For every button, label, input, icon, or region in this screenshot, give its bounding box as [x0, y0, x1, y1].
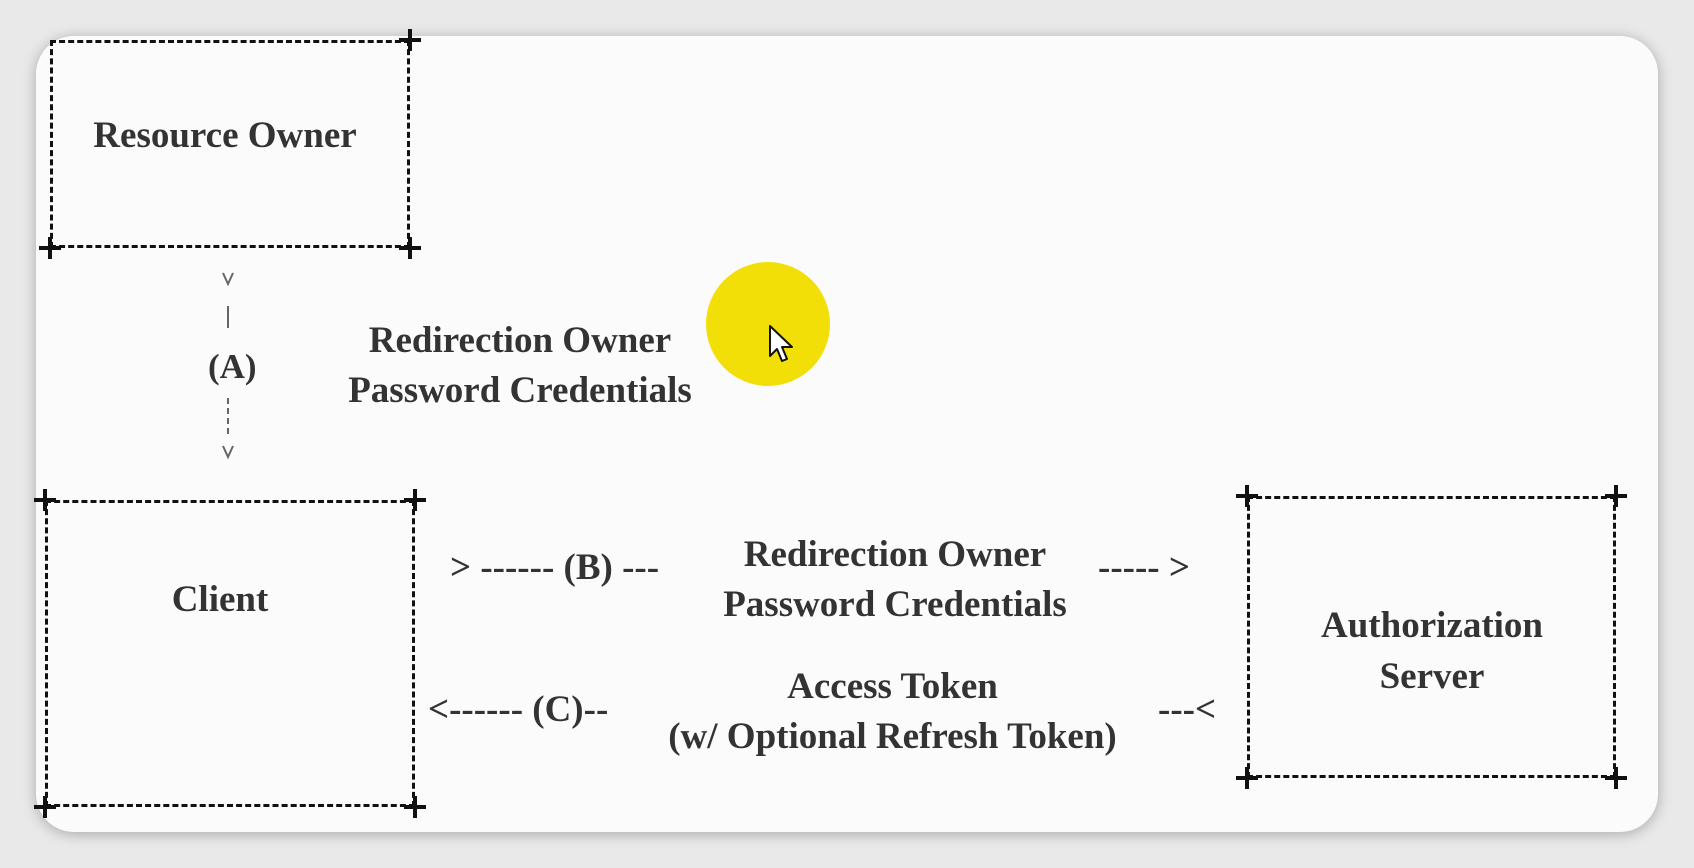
corner-marker — [1236, 767, 1258, 789]
step-b-left-arrow: > ------ (B) --- — [450, 547, 660, 588]
step-b-line1: Redirection Owner — [743, 534, 1047, 575]
step-c-line1: Access Token — [787, 666, 998, 707]
step-a-connector — [222, 272, 234, 460]
step-c-right-arrow: ---< — [1158, 689, 1217, 730]
diagram-canvas — [36, 36, 1658, 832]
authorization-server-line1: Authorization — [1321, 605, 1543, 646]
corner-marker — [404, 796, 426, 818]
step-c-line2: (w/ Optional Refresh Token) — [668, 716, 1117, 757]
corner-marker — [1605, 767, 1627, 789]
authorization-server-box — [1247, 496, 1616, 778]
corner-marker — [399, 29, 421, 51]
corner-marker — [39, 237, 61, 259]
authorization-server-line2: Server — [1379, 656, 1485, 697]
authorization-server-label: Authorization Server — [1262, 600, 1602, 702]
corner-marker — [34, 489, 56, 511]
mouse-pointer-icon — [769, 325, 793, 362]
step-b-message: Redirection Owner Password Credentials — [695, 530, 1095, 630]
resource-owner-box — [50, 40, 410, 248]
corner-marker — [399, 237, 421, 259]
step-b-right-arrow: ----- > — [1098, 547, 1190, 588]
step-b-line2: Password Credentials — [723, 584, 1067, 625]
step-a-line2: Password Credentials — [348, 370, 692, 411]
step-c-message: Access Token (w/ Optional Refresh Token) — [630, 662, 1155, 762]
corner-marker — [1605, 485, 1627, 507]
step-c-left-arrow: <------ (C)-- — [428, 689, 609, 730]
cursor-highlight — [706, 262, 830, 386]
corner-marker — [404, 489, 426, 511]
step-a-message: Redirection Owner Password Credentials — [330, 316, 710, 416]
corner-marker — [1236, 485, 1258, 507]
step-a-tag: (A) — [208, 347, 257, 386]
resource-owner-label: Resource Owner — [93, 115, 357, 156]
step-a-line1: Redirection Owner — [368, 320, 672, 361]
client-label: Client — [171, 579, 269, 620]
client-box — [45, 500, 415, 807]
corner-marker — [34, 796, 56, 818]
